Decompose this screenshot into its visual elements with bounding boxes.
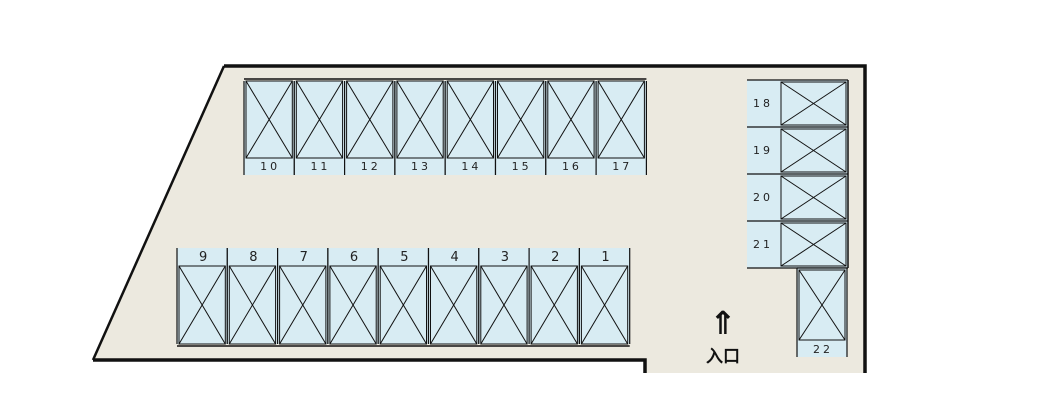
space-number: 2: [551, 250, 559, 265]
double-up-arrow-icon: ⇑: [710, 304, 737, 342]
space-number: 12: [361, 160, 381, 173]
parking-space-1: 1: [578, 248, 631, 345]
parking-space-11: 11: [293, 80, 346, 175]
parking-space-18: 18: [747, 79, 848, 127]
space-number: 17: [612, 160, 632, 173]
parking-space-17: 17: [595, 80, 648, 175]
parking-space-8: 8: [226, 248, 279, 345]
space-number: 13: [411, 160, 431, 173]
lot-boundary: [91, 64, 867, 373]
parking-space-19: 19: [747, 126, 848, 174]
parking-space-21: 21: [747, 220, 848, 268]
space-number: 10: [260, 160, 280, 173]
parking-space-4: 4: [427, 248, 480, 345]
space-number: 21: [753, 238, 773, 251]
parking-space-10: 10: [243, 80, 295, 175]
space-number: 3: [501, 250, 509, 265]
space-number: 7: [300, 250, 308, 265]
space-number: 1: [601, 250, 609, 265]
parking-space-22: 22: [796, 267, 848, 357]
space-number: 20: [753, 191, 773, 204]
space-number: 9: [199, 250, 207, 265]
parking-space-3: 3: [478, 248, 530, 345]
space-number: 4: [451, 250, 459, 265]
entrance-label: 入口: [706, 347, 740, 367]
parking-space-7: 7: [277, 248, 329, 345]
space-number: 16: [562, 160, 582, 173]
parking-space-13: 13: [394, 80, 446, 175]
parking-space-16: 16: [545, 80, 597, 175]
parking-space-15: 15: [494, 80, 547, 175]
space-number: 11: [310, 160, 330, 173]
space-number: 15: [512, 160, 532, 173]
parking-space-14: 14: [444, 80, 497, 175]
space-number: 19: [753, 144, 773, 157]
parking-space-12: 12: [344, 80, 396, 175]
space-number: 14: [461, 160, 481, 173]
space-number: 5: [400, 250, 408, 265]
parking-space-2: 2: [528, 248, 581, 345]
parking-space-20: 20: [747, 173, 848, 221]
space-number: 22: [813, 343, 833, 356]
space-number: 8: [249, 250, 257, 265]
parking-space-5: 5: [377, 248, 430, 345]
space-number: 18: [753, 97, 773, 110]
space-number: 6: [350, 250, 358, 265]
entrance: ⇑ 入口: [706, 304, 740, 367]
parking-space-6: 6: [327, 248, 379, 345]
parking-space-9: 9: [176, 248, 228, 345]
